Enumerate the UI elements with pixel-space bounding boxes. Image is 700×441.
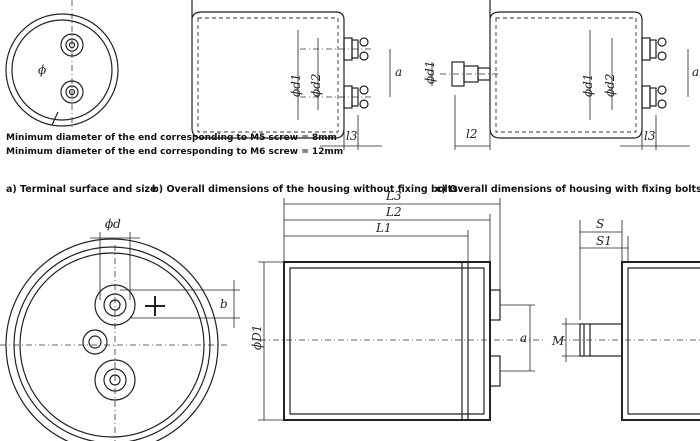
note-m6: Minimum diameter of the end correspondin… — [6, 147, 344, 157]
housing-view-top-c: ϕd1 ϕd1 ϕd2 a l2 l3 — [423, 0, 699, 150]
l3-label: l3 — [346, 129, 358, 143]
caption-a: a) Terminal surface and size — [6, 184, 157, 195]
bolt-detail: S S1 M — [551, 217, 700, 421]
caption-c: c) Overall dimensions of housing with fi… — [436, 184, 700, 195]
M-label: M — [551, 334, 565, 348]
phi-label: ϕ — [38, 63, 46, 77]
note-m5: Minimum diameter of the end correspondin… — [6, 133, 337, 143]
b-label: b — [220, 297, 228, 311]
housing-section-bottom: L3 L2 L1 ϕD1 a — [250, 189, 545, 421]
a-label: a — [395, 65, 402, 79]
S1-label: S1 — [596, 234, 612, 248]
a-label-bottom: a — [520, 331, 527, 345]
a-label-c: a — [692, 65, 699, 79]
S-label: S — [596, 217, 604, 231]
terminal-face-view-top: ϕ — [5, 0, 119, 130]
l2-label: l2 — [466, 127, 477, 141]
L2-label: L2 — [385, 205, 402, 219]
phi-d3-label-c: ϕd1 — [581, 74, 595, 98]
phi-d-label: ϕd — [105, 217, 121, 231]
l3-label-c: l3 — [644, 129, 656, 143]
L3-label: L3 — [385, 189, 402, 203]
caption-b: b) Overall dimensions of the housing wit… — [152, 184, 458, 195]
phi-d2-label-c: ϕd2 — [603, 74, 617, 98]
phi-d2-label: ϕd2 — [309, 74, 323, 98]
phi-d1-label: ϕd1 — [289, 74, 303, 98]
housing-view-top-b: ϕd1 ϕd2 a l3 — [191, 0, 402, 150]
L1-label: L1 — [375, 221, 392, 235]
terminal-face-view-bottom: ϕd b — [0, 217, 240, 441]
phi-D1-label: ϕD1 — [250, 325, 264, 350]
phi-d1-label-c: ϕd1 — [423, 61, 437, 85]
